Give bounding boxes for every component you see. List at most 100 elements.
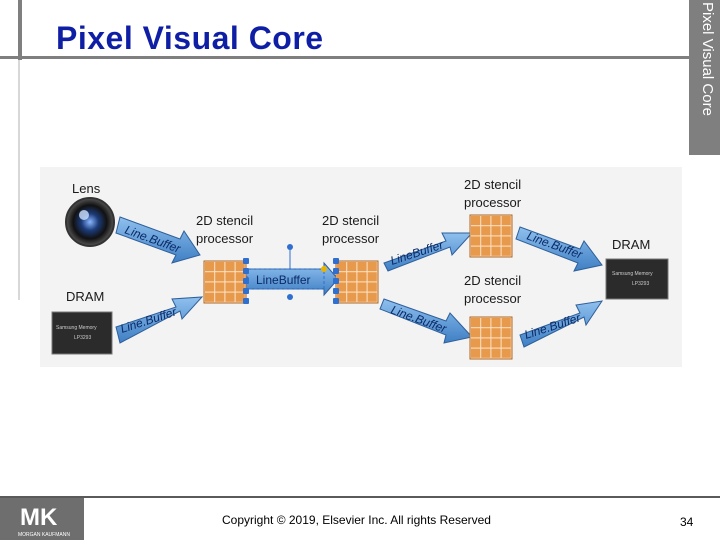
grid-cell bbox=[225, 262, 235, 272]
grid-cell bbox=[481, 236, 491, 246]
dram-left-label: DRAM bbox=[66, 289, 104, 304]
arrow-stencil2-to-top: LineBuffer bbox=[383, 232, 474, 272]
grid-cell bbox=[491, 236, 501, 246]
grid-cell bbox=[235, 272, 245, 282]
grid-cell bbox=[205, 272, 215, 282]
dram-chip-left-icon: Samsung Memory LP3293 bbox=[51, 311, 113, 355]
selection-handle bbox=[333, 278, 339, 284]
grid-cell bbox=[337, 292, 347, 302]
publisher-logo: MK MORGAN KAUFMANN bbox=[0, 498, 84, 540]
grid-cell bbox=[225, 272, 235, 282]
grid-cell bbox=[225, 282, 235, 292]
stencil1-label: 2D stencil bbox=[196, 213, 253, 228]
grid-cell bbox=[491, 226, 501, 236]
grid-cell bbox=[215, 282, 225, 292]
grid-cell bbox=[501, 216, 511, 226]
linebuffer-label: LineBuffer bbox=[256, 273, 311, 287]
grid-cell bbox=[347, 272, 357, 282]
grid-cell bbox=[481, 348, 491, 358]
selection-handle bbox=[333, 258, 339, 264]
grid-cell bbox=[205, 262, 215, 272]
grid-cell bbox=[491, 348, 501, 358]
stencil2-grid bbox=[335, 260, 379, 304]
page-number: 34 bbox=[680, 515, 694, 529]
selection-handle bbox=[333, 268, 339, 274]
grid-cell bbox=[337, 282, 347, 292]
grid-cell bbox=[481, 246, 491, 256]
grid-cell bbox=[471, 236, 481, 246]
grid-cell bbox=[501, 328, 511, 338]
grid-cell bbox=[491, 318, 501, 328]
grid-cell bbox=[481, 318, 491, 328]
grid-cell bbox=[501, 226, 511, 236]
selection-handle bbox=[333, 288, 339, 294]
header-accent-vertical bbox=[18, 0, 22, 60]
grid-cell bbox=[235, 262, 245, 272]
grid-cell bbox=[481, 328, 491, 338]
grid-cell bbox=[491, 328, 501, 338]
grid-cell bbox=[471, 338, 481, 348]
grid-cell bbox=[357, 262, 367, 272]
grid-cell bbox=[471, 318, 481, 328]
selection-handle bbox=[243, 258, 249, 264]
grid-cell bbox=[367, 272, 377, 282]
grid-cell bbox=[215, 272, 225, 282]
selection-handle bbox=[243, 278, 249, 284]
linebuffer-box: LineBuffer bbox=[243, 244, 339, 300]
grid-cell bbox=[491, 338, 501, 348]
grid-cell bbox=[347, 292, 357, 302]
selection-handle bbox=[243, 288, 249, 294]
grid-cell bbox=[205, 282, 215, 292]
grid-cell bbox=[357, 282, 367, 292]
grid-cell bbox=[481, 216, 491, 226]
dram-right-label: DRAM bbox=[612, 237, 650, 252]
stencil1-grid bbox=[203, 260, 247, 304]
arrow-lens-to-stencil1: Line.Buffer bbox=[115, 216, 201, 264]
grid-cell bbox=[347, 282, 357, 292]
arrow-label-2: Line.Buffer bbox=[119, 304, 179, 336]
grid-cell bbox=[205, 292, 215, 302]
grid-cell bbox=[491, 246, 501, 256]
stencil1-label-2: processor bbox=[196, 231, 254, 246]
chip-left-code: LP3293 bbox=[74, 335, 91, 341]
grid-cell bbox=[367, 282, 377, 292]
grid-cell bbox=[501, 246, 511, 256]
logo-subtext: MORGAN KAUFMANN bbox=[18, 532, 70, 538]
selection-handle bbox=[333, 298, 339, 304]
grid-cell bbox=[501, 236, 511, 246]
footer bbox=[0, 496, 720, 540]
arrow-bottom-to-dram: Line.Buffer bbox=[519, 300, 604, 348]
side-tab bbox=[689, 0, 720, 155]
grid-cell bbox=[347, 262, 357, 272]
side-tab-label: Pixel Visual Core bbox=[699, 2, 716, 116]
stencil-bottom-grid bbox=[469, 316, 513, 360]
arrow-dram-to-stencil1: Line.Buffer bbox=[115, 296, 204, 344]
grid-cell bbox=[225, 292, 235, 302]
arrow-label-6: Line.Buffer bbox=[523, 310, 583, 342]
grid-cell bbox=[215, 262, 225, 272]
left-accent-line bbox=[18, 60, 20, 300]
grid-cell bbox=[235, 282, 245, 292]
grid-cell bbox=[471, 348, 481, 358]
stencil-top-grid bbox=[469, 214, 513, 258]
stencil2-label-2: processor bbox=[322, 231, 380, 246]
grid-cell bbox=[337, 272, 347, 282]
grid-cell bbox=[471, 328, 481, 338]
selection-handle bbox=[243, 268, 249, 274]
arrow-top-to-dram: Line.Buffer bbox=[515, 226, 603, 272]
pixel-visual-core-diagram: Lens DRAM DRAM Samsung Memory LP3293 Sam… bbox=[40, 167, 682, 367]
grid-cell bbox=[367, 292, 377, 302]
stencil-top-label-2: processor bbox=[464, 195, 522, 210]
footer-rule bbox=[0, 496, 720, 498]
dram-chip-right-icon: Samsung Memory LP3293 bbox=[605, 258, 669, 300]
camera-lens-icon bbox=[65, 197, 115, 247]
grid-cell bbox=[215, 292, 225, 302]
stencil-grids bbox=[203, 214, 513, 360]
stencil-bottom-label-2: processor bbox=[464, 291, 522, 306]
lens-label: Lens bbox=[72, 181, 101, 196]
stencil2-label: 2D stencil bbox=[322, 213, 379, 228]
grid-cell bbox=[471, 216, 481, 226]
grid-cell bbox=[471, 226, 481, 236]
stencil-bottom-label: 2D stencil bbox=[464, 273, 521, 288]
header-rule bbox=[0, 56, 690, 59]
